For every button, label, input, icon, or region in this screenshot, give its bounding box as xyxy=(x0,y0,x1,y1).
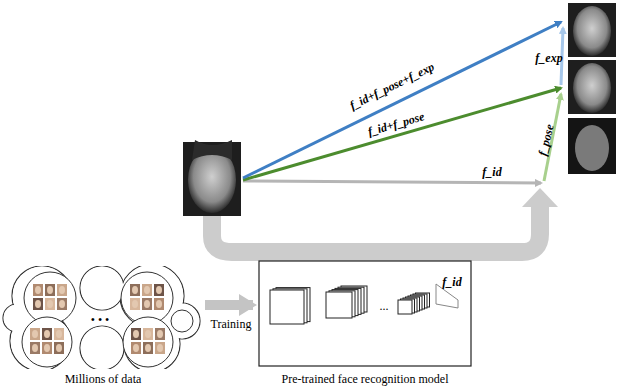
model-caption: Pre-trained face recognition model xyxy=(258,372,472,387)
edge-label: Training xyxy=(210,317,253,332)
ellipsis-dots: • • • xyxy=(91,314,110,326)
data-caption: Millions of data xyxy=(2,372,204,387)
network-box xyxy=(258,260,472,369)
node-caption-wrap: Millions of data xyxy=(2,372,204,387)
vector-label: f_id xyxy=(482,166,501,178)
model-box: Pre-trained face recognition model xyxy=(258,260,472,387)
vector-label: f_pose xyxy=(536,123,555,157)
feature-label: f_id xyxy=(442,276,461,288)
ellipsis-dots: ... xyxy=(380,300,389,312)
node-caption-wrap: Pre-trained face recognition model xyxy=(258,372,472,387)
training-arrow xyxy=(205,300,253,310)
vector-label: f_exp xyxy=(535,52,562,64)
data-cloud: Millions of data xyxy=(2,266,204,387)
